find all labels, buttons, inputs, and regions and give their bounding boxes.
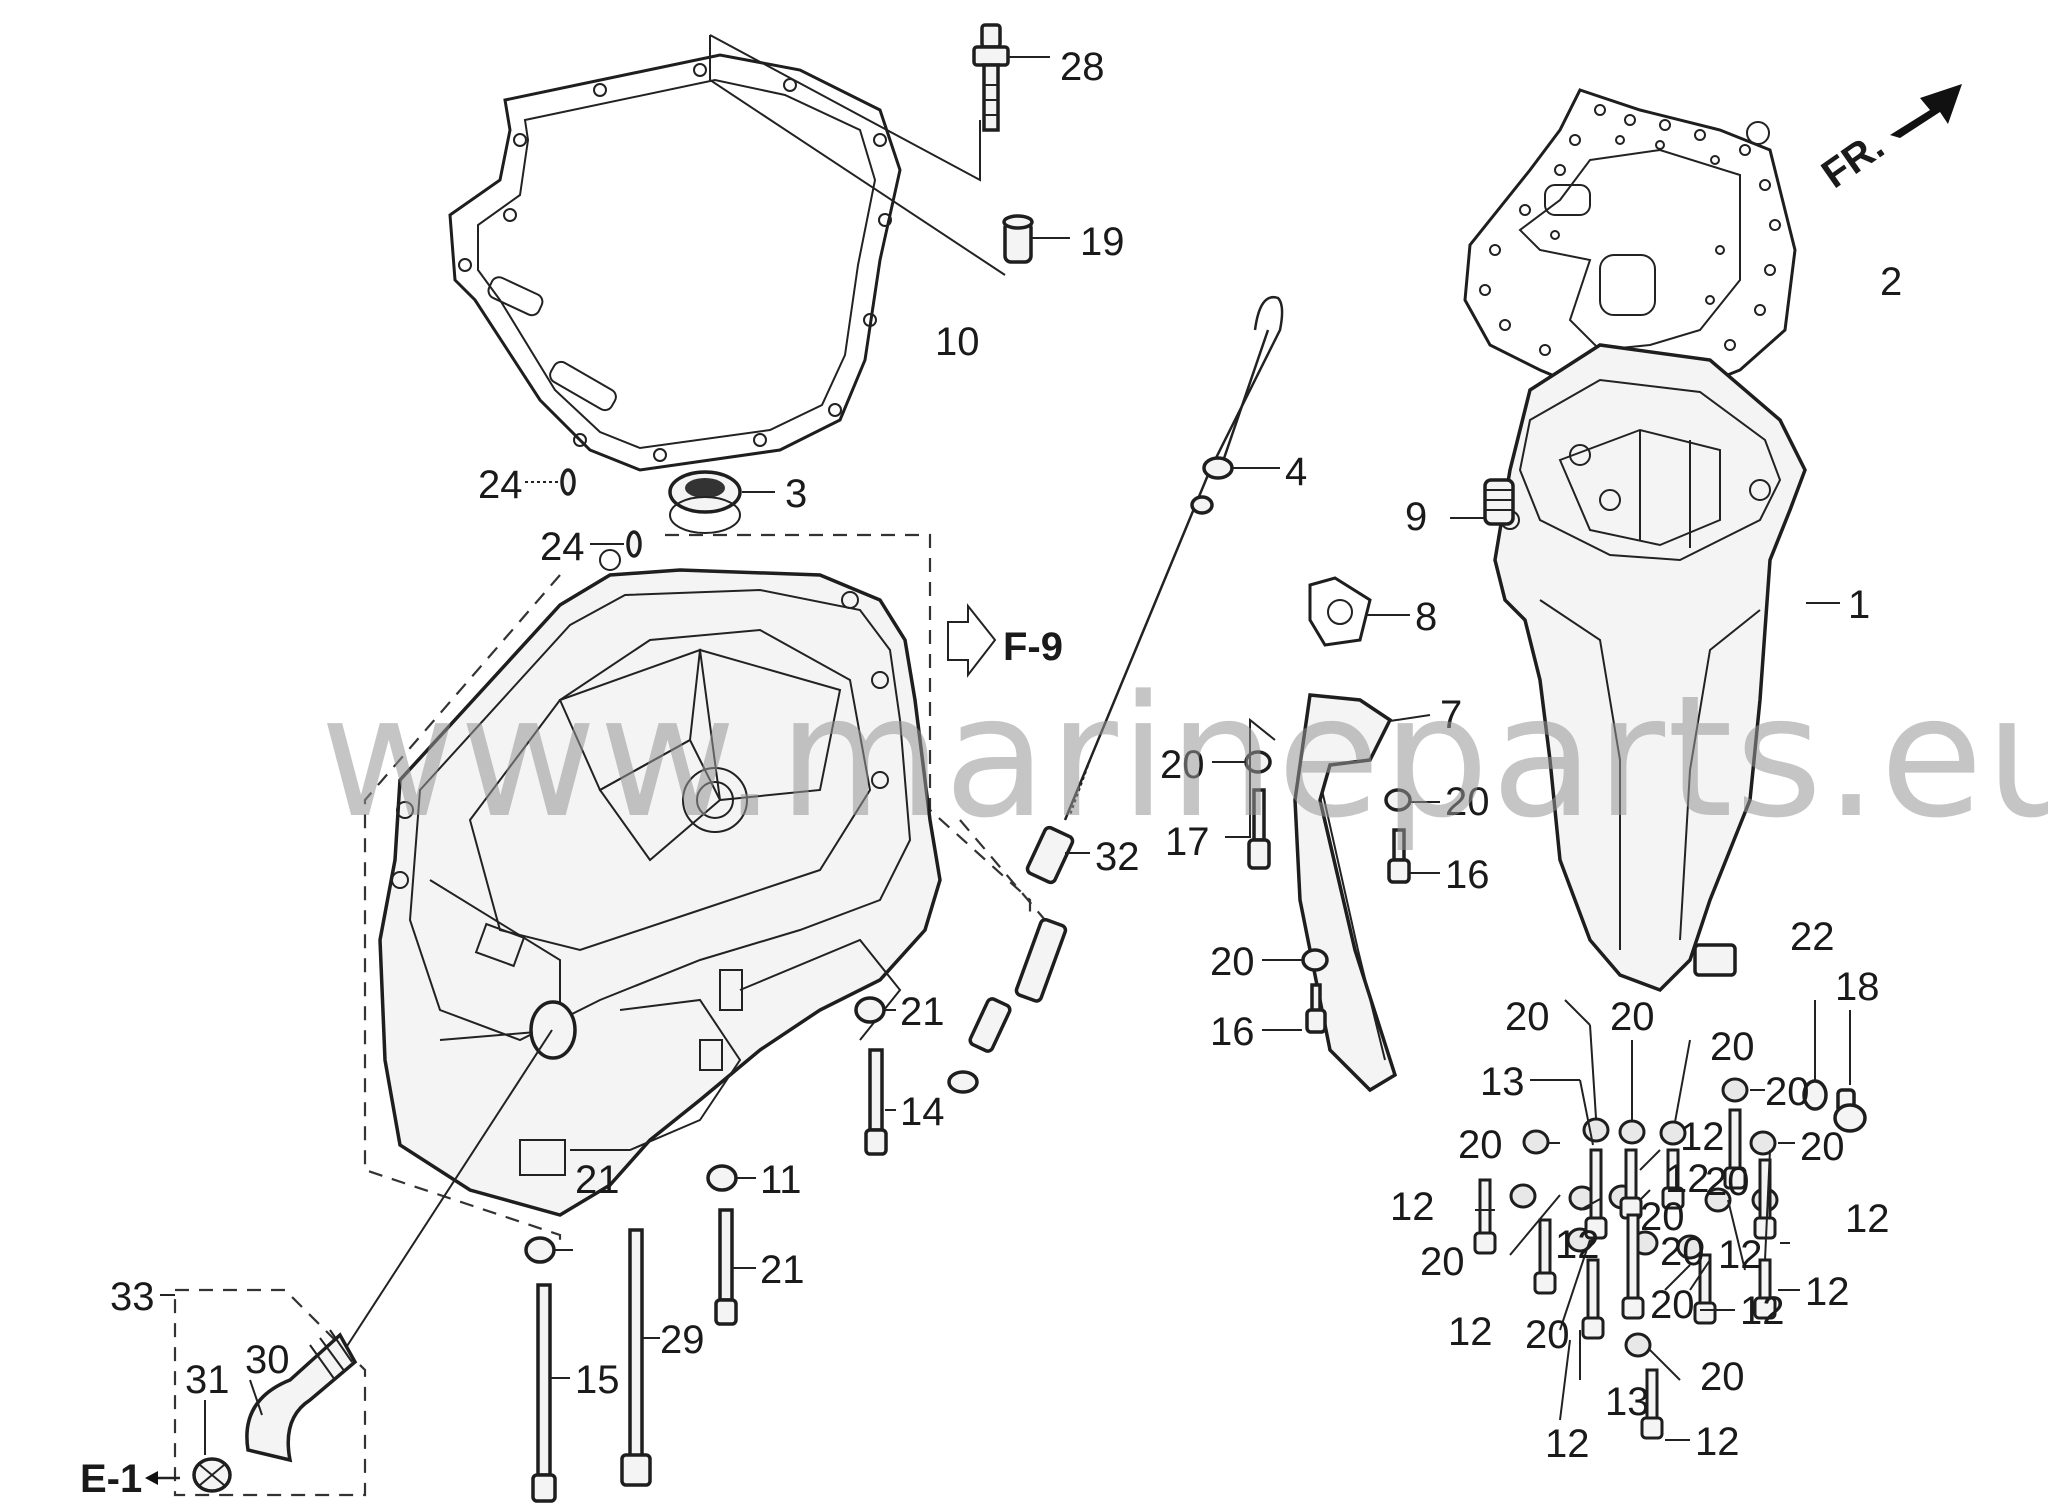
callout-22: 22	[1790, 915, 1835, 959]
callout-20: 20	[1445, 780, 1490, 824]
oil-pan-casting	[378, 549, 942, 1217]
callout-13: 13	[1605, 1380, 1650, 1424]
watermark: www.marineparts.eu	[320, 659, 2048, 855]
callout-12: 12	[1665, 1157, 1710, 1201]
gasket-8	[1308, 576, 1372, 647]
front-label: FR.	[1814, 124, 1892, 197]
bolt-14	[864, 1048, 888, 1156]
dipstick-4	[1063, 295, 1284, 821]
bolt-17	[1247, 788, 1271, 870]
bolt-11	[714, 1208, 738, 1326]
callout-20: 20	[1710, 1025, 1755, 1069]
hose-30	[245, 1329, 358, 1463]
callout-8: 8	[1415, 595, 1437, 639]
bolt-16b	[1305, 983, 1327, 1034]
nut-21b	[706, 1164, 738, 1192]
callout-20: 20	[1210, 940, 1255, 984]
nut-21a	[854, 996, 886, 1024]
callout-12: 12	[1680, 1115, 1725, 1159]
fitting-32	[947, 825, 1075, 1094]
ref-e1: E-1	[80, 1457, 180, 1501]
callout-20: 20	[1765, 1070, 1810, 1114]
callout-20: 20	[1650, 1283, 1695, 1327]
callout-21: 11	[760, 1158, 802, 1202]
callout-9: 9	[1405, 495, 1427, 539]
callout-20: 20	[1700, 1355, 1745, 1399]
callout-12: 12	[1718, 1233, 1763, 1277]
washer-20c	[1301, 948, 1329, 972]
callout-16: 16	[1210, 1010, 1255, 1054]
spring-9	[1483, 478, 1515, 526]
nut-21c	[524, 1236, 556, 1264]
callout-2: 2	[1880, 260, 1902, 304]
dowel-24b	[626, 530, 642, 558]
callout-12: 12	[1845, 1197, 1890, 1241]
washer-20b	[1384, 788, 1412, 812]
callout-33: 33	[110, 1275, 155, 1319]
callout-3: 3	[785, 472, 807, 516]
ref-f9-label: F-9	[1003, 625, 1063, 669]
washer-22	[1802, 1079, 1828, 1111]
washer-20a	[1244, 750, 1272, 774]
callout-14: 14	[900, 1090, 945, 1134]
callout-30: 30	[245, 1338, 290, 1382]
callout-12: 12	[1740, 1289, 1785, 1333]
callout-20: 20	[1610, 995, 1655, 1039]
callout-20: 20	[1458, 1123, 1503, 1167]
oil-seal-3	[668, 470, 742, 534]
callout-20: 20	[1660, 1230, 1705, 1274]
callout-4: 4	[1285, 450, 1307, 494]
callout-17: 17	[1165, 820, 1210, 864]
callout-12: 12	[1805, 1270, 1850, 1314]
callout-16: 16	[1445, 853, 1490, 897]
bolt-15	[531, 1283, 557, 1503]
bolt-29	[620, 1228, 652, 1487]
callout-20: 20	[1705, 1160, 1750, 1204]
drain-plug-18	[1833, 1088, 1867, 1133]
callout-24: 24	[478, 463, 523, 507]
callout-21: 21	[575, 1158, 620, 1202]
dowel-19	[1002, 214, 1034, 264]
callout-24: 24	[540, 525, 585, 569]
callout-7: 7	[1440, 693, 1462, 737]
callout-20: 20	[1640, 1195, 1685, 1239]
callout-12: 12	[1448, 1310, 1493, 1354]
right-bolt-cluster	[1473, 999, 1867, 1441]
callout-12: 12	[1390, 1185, 1435, 1229]
callout-18: 18	[1835, 965, 1880, 1009]
ref-e1-label: E-1	[80, 1457, 142, 1501]
ref-f9: F-9	[947, 603, 1063, 678]
callout-labels: 28 19 10 2 24 3 24 4 9 1 8 7 20 20 17 16…	[110, 45, 1902, 1466]
dowel-24a	[560, 468, 576, 496]
extension-case-1	[1493, 343, 1807, 993]
callout-12: 12	[1545, 1422, 1590, 1466]
callout-28: 28	[1060, 45, 1105, 89]
callout-20: 20	[1160, 743, 1205, 787]
callout-15: 15	[575, 1358, 620, 1402]
callout-29: 29	[660, 1318, 705, 1362]
bolt-28	[972, 23, 1010, 132]
callout-21: 21	[900, 990, 945, 1034]
callout-20: 20	[1525, 1313, 1570, 1357]
callout-11: 21	[760, 1248, 805, 1292]
gasket-10	[448, 53, 902, 472]
callout-13: 13	[1480, 1060, 1525, 1104]
front-direction-arrow: FR.	[1814, 84, 1962, 197]
callout-32: 32	[1095, 835, 1140, 879]
callout-12: 12	[1555, 1223, 1600, 1267]
callout-10: 10	[935, 320, 980, 364]
callout-31: 31	[185, 1358, 230, 1402]
bolt-16a	[1387, 828, 1411, 884]
callout-12: 12	[1695, 1420, 1740, 1464]
callout-20: 20	[1420, 1240, 1465, 1284]
callout-19: 19	[1080, 220, 1125, 264]
callout-20: 20	[1505, 995, 1550, 1039]
callout-1: 1	[1848, 583, 1870, 627]
clamp-31	[192, 1457, 232, 1493]
callout-20: 20	[1800, 1125, 1845, 1169]
